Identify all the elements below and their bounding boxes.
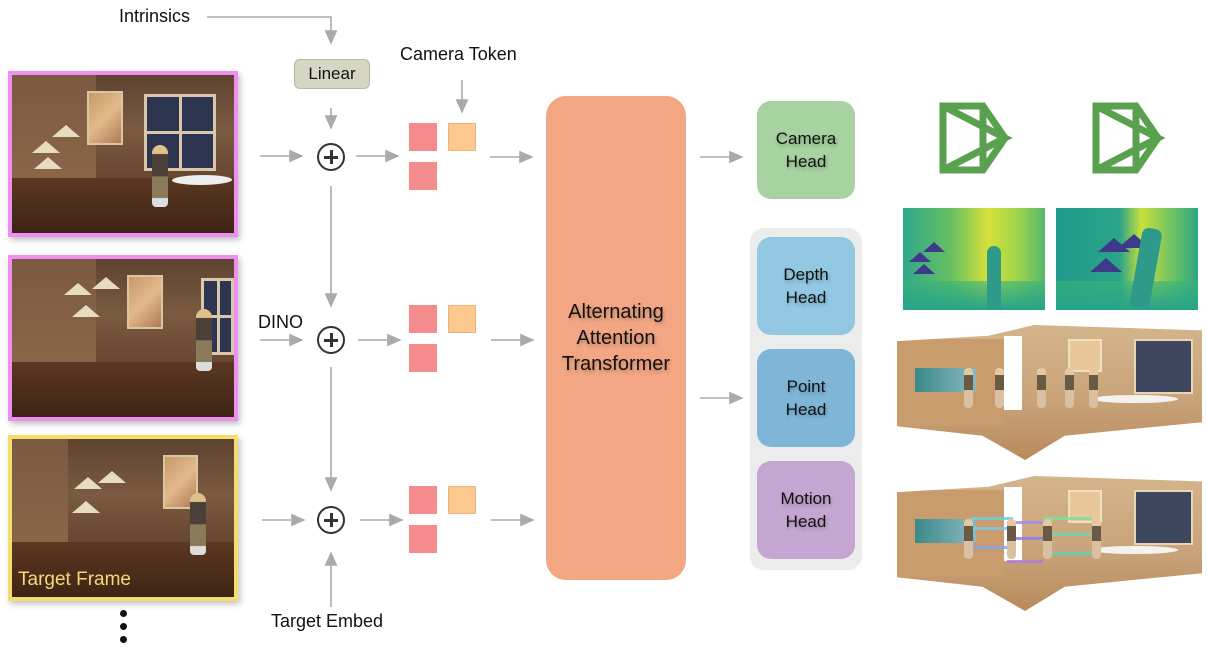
patch-token	[409, 123, 437, 151]
add-node-2	[317, 326, 345, 354]
depth-head-label-2: Head	[785, 288, 827, 307]
target-embed-label: Target Embed	[271, 611, 384, 631]
more-frames-ellipsis	[120, 610, 128, 649]
room-scene-image	[12, 75, 234, 233]
camera-token	[448, 305, 476, 333]
input-frame-1	[8, 71, 238, 237]
patch-token	[409, 162, 437, 190]
target-frame: Target Frame	[8, 435, 238, 601]
input-frame-2	[8, 255, 238, 421]
target-frame-caption: Target Frame	[18, 569, 131, 590]
depth-map-output	[1056, 208, 1198, 310]
room-scene-image: Target Frame	[12, 439, 234, 597]
intrinsics-label: Intrinsics	[119, 6, 191, 26]
linear-layer-box: Linear	[294, 59, 370, 89]
camera-token	[448, 123, 476, 151]
camera-frustum-icon	[939, 102, 1013, 174]
patch-token	[409, 305, 437, 333]
camera-head-label-2: Head	[785, 152, 827, 171]
point-head-label-1: Point	[786, 377, 826, 396]
patch-token	[409, 344, 437, 372]
camera-head-label-1: Camera	[775, 129, 837, 148]
transformer-label-line-2: Attention	[576, 327, 656, 349]
transformer-label-line-3: Transformer	[561, 353, 671, 375]
depth-map-output	[903, 208, 1045, 310]
patch-token	[409, 525, 437, 553]
transformer-label-line-1: Alternating	[568, 301, 664, 323]
camera-frustum-icon	[1092, 102, 1166, 174]
add-node-3	[317, 506, 345, 534]
camera-token	[448, 486, 476, 514]
add-node-1	[317, 143, 345, 171]
arrow-intrinsics-to-linear	[207, 16, 338, 45]
motion-head-label-1: Motion	[780, 489, 832, 508]
camera-token-label: Camera Token	[400, 44, 517, 64]
motion-head-label-2: Head	[785, 512, 827, 531]
patch-token	[409, 486, 437, 514]
depth-head-label-1: Depth	[783, 265, 829, 284]
room-scene-image	[12, 259, 234, 417]
point-head-label-2: Head	[785, 400, 827, 419]
dino-label: DINO	[258, 312, 303, 332]
alternating-attention-transformer: Alternating Attention Transformer	[546, 96, 686, 580]
